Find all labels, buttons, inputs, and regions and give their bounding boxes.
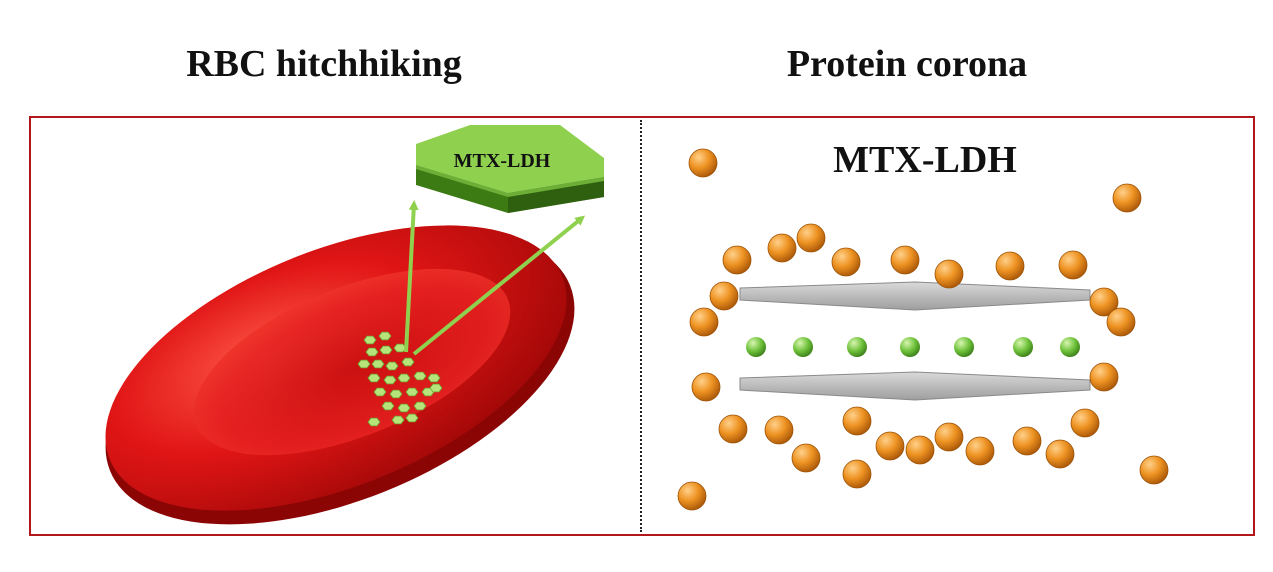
protein-sphere xyxy=(688,148,718,178)
figure-frame xyxy=(29,116,1255,536)
protein-sphere xyxy=(934,422,964,452)
mtx-sphere xyxy=(793,337,813,357)
nanosheet-particle xyxy=(357,359,371,369)
protein-sphere xyxy=(934,259,964,289)
protein-sphere xyxy=(791,443,821,473)
nanosheet-particle xyxy=(427,373,441,383)
protein-sphere xyxy=(1112,183,1142,213)
protein-sphere xyxy=(905,435,935,465)
protein-corona xyxy=(677,148,1169,511)
nanosheet-particle xyxy=(371,359,385,369)
nanosheet-particle xyxy=(413,401,427,411)
protein-sphere xyxy=(764,415,794,445)
protein-sphere xyxy=(677,481,707,511)
mtx-sphere xyxy=(746,337,766,357)
ldh-layer-top xyxy=(739,281,1091,311)
intercalated-mtx xyxy=(746,337,1080,357)
nanosheet-particle xyxy=(373,387,387,397)
protein-sphere xyxy=(796,223,826,253)
nanosheet-particle xyxy=(413,371,427,381)
red-blood-cell xyxy=(105,225,575,525)
protein-sphere xyxy=(709,281,739,311)
nanosheet-particle xyxy=(385,361,399,371)
nanosheet-particle xyxy=(405,413,419,423)
ldh-hexagon xyxy=(416,125,604,213)
protein-sphere xyxy=(1089,287,1119,317)
nanosheet-particle xyxy=(363,335,377,345)
protein-sphere xyxy=(689,307,719,337)
protein-sphere xyxy=(1045,439,1075,469)
nanosheet-particle xyxy=(389,389,403,399)
nanosheet-particle xyxy=(383,375,397,385)
protein-sphere xyxy=(1012,426,1042,456)
protein-sphere xyxy=(718,414,748,444)
protein-sphere xyxy=(1058,250,1088,280)
nanosheet-particle xyxy=(379,345,393,355)
hexagon-label: MTX-LDH xyxy=(454,150,551,172)
nanosheet-cluster xyxy=(357,331,443,427)
left-panel-title: RBC hitchhiking xyxy=(186,43,462,85)
arrow-to-hexagon-left xyxy=(404,200,419,353)
nanosheet-particle xyxy=(367,417,381,427)
protein-sphere xyxy=(1070,408,1100,438)
ldh-layer-bottom xyxy=(739,371,1091,401)
nanosheet-particle xyxy=(397,403,411,413)
protein-sphere xyxy=(842,406,872,436)
nanosheet-particle xyxy=(378,331,392,341)
mtx-sphere xyxy=(1060,337,1080,357)
protein-sphere xyxy=(1089,362,1119,392)
protein-sphere xyxy=(691,372,721,402)
protein-sphere xyxy=(722,245,752,275)
protein-sphere xyxy=(1139,455,1169,485)
nanosheet-particle xyxy=(365,347,379,357)
mtx-sphere xyxy=(847,337,867,357)
protein-sphere xyxy=(831,247,861,277)
protein-sphere xyxy=(965,436,995,466)
nanosheet-particle xyxy=(391,415,405,425)
nanosheet-particle xyxy=(393,343,407,353)
mtx-sphere xyxy=(954,337,974,357)
nanosheet-particle xyxy=(429,383,443,393)
nanosheet-particle xyxy=(405,387,419,397)
corona-label: MTX-LDH xyxy=(833,139,1017,181)
protein-sphere xyxy=(767,233,797,263)
nanosheet-particle xyxy=(401,357,415,367)
protein-sphere xyxy=(1106,307,1136,337)
protein-sphere xyxy=(875,431,905,461)
mtx-sphere xyxy=(900,337,920,357)
nanosheet-particle xyxy=(367,373,381,383)
mtx-sphere xyxy=(1013,337,1033,357)
protein-sphere xyxy=(995,251,1025,281)
protein-sphere xyxy=(890,245,920,275)
arrow-to-hexagon-right xyxy=(412,215,586,356)
panel-divider xyxy=(640,120,642,532)
protein-sphere xyxy=(842,459,872,489)
nanosheet-particle xyxy=(381,401,395,411)
right-panel-title: Protein corona xyxy=(786,43,1028,85)
nanosheet-particle xyxy=(397,373,411,383)
